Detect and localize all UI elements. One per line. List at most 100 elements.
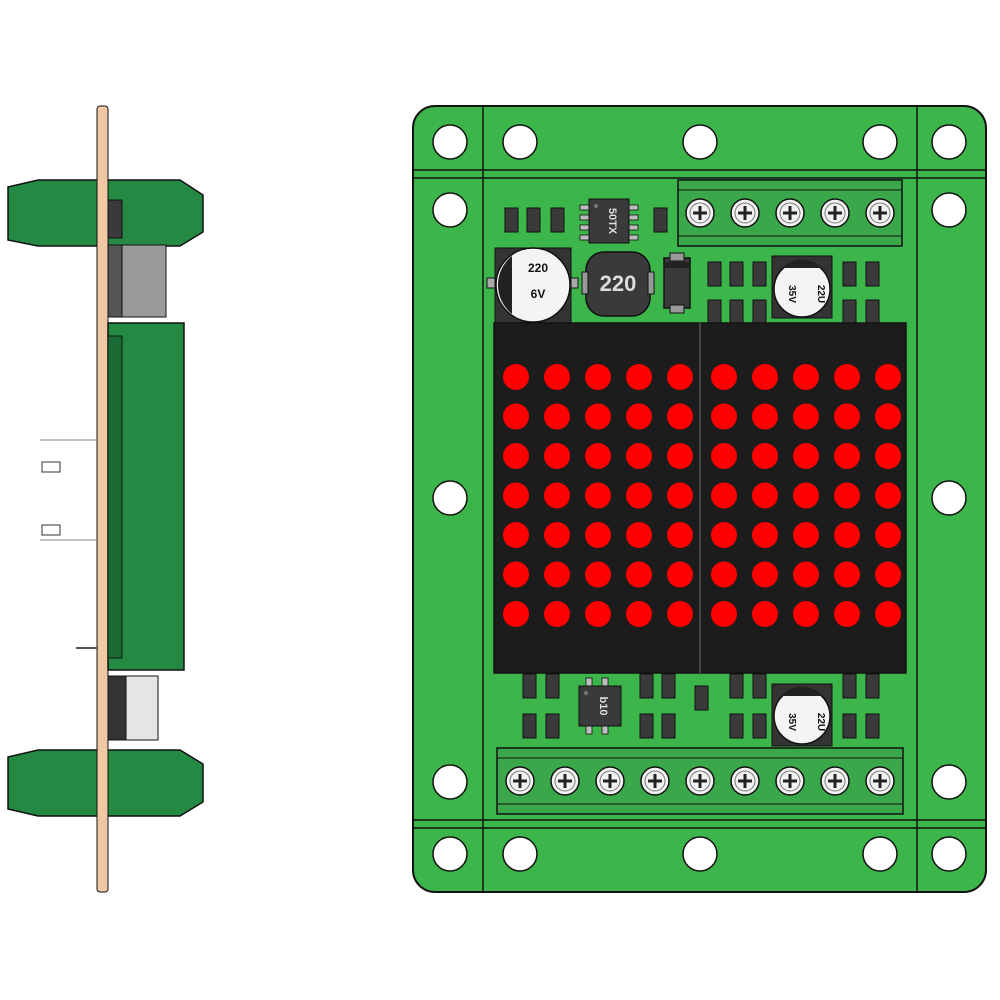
led-icon xyxy=(544,403,570,430)
led-icon xyxy=(752,482,778,509)
led-icon xyxy=(585,443,611,469)
big-cap-value: 220 xyxy=(528,261,548,275)
small-capacitor-top: 22U 35V xyxy=(771,255,833,319)
diode xyxy=(663,252,691,314)
led-icon xyxy=(544,601,570,627)
led-icon xyxy=(752,601,778,627)
small-capacitor-bottom: 22U 35V xyxy=(771,683,833,747)
led-icon xyxy=(793,522,819,548)
led-matrix-display xyxy=(493,322,907,674)
led-icon xyxy=(503,482,529,509)
mounting-hole-icon xyxy=(432,124,468,160)
mounting-holes xyxy=(432,124,967,872)
led-icon xyxy=(585,601,611,627)
screw-icon xyxy=(865,198,895,228)
mounting-hole-icon xyxy=(682,836,718,872)
front-view: 50TX 220 6V 220 xyxy=(412,105,987,893)
led-icon xyxy=(503,443,529,469)
screw-icon xyxy=(550,766,580,796)
mounting-hole-icon xyxy=(432,192,468,228)
screw-icon xyxy=(730,766,760,796)
led-icon xyxy=(793,482,819,509)
ic-bottom: b10 xyxy=(578,677,622,735)
screw-icon xyxy=(640,766,670,796)
mounting-hole-icon xyxy=(432,764,468,800)
mounting-hole-icon xyxy=(432,480,468,516)
mounting-hole-icon xyxy=(931,124,967,160)
led-icon xyxy=(585,482,611,509)
led-icon xyxy=(503,561,529,588)
led-icon xyxy=(875,443,901,469)
led-icon xyxy=(667,601,693,627)
big-capacitor: 220 6V xyxy=(486,247,579,325)
led-icon xyxy=(626,443,652,469)
led-icon xyxy=(585,522,611,548)
mounting-hole-icon xyxy=(682,124,718,160)
inductor-label: 220 xyxy=(600,271,637,296)
mounting-hole-icon xyxy=(862,124,898,160)
screw-icon xyxy=(820,766,850,796)
led-icon xyxy=(503,403,529,430)
led-icon xyxy=(875,482,901,509)
screw-icon xyxy=(820,198,850,228)
led-icon xyxy=(711,403,737,430)
cap-bottom-value: 22U xyxy=(815,713,826,731)
led-icon xyxy=(667,482,693,509)
led-icon xyxy=(667,364,693,390)
side-component-1 xyxy=(107,199,123,239)
led-icon xyxy=(752,561,778,588)
led-icon xyxy=(752,364,778,390)
mounting-hole-icon xyxy=(931,192,967,228)
screw-icon xyxy=(595,766,625,796)
led-icon xyxy=(834,403,860,430)
mounting-hole-icon xyxy=(931,480,967,516)
screw-icon xyxy=(730,198,760,228)
led-icon xyxy=(711,443,737,469)
led-icon xyxy=(503,522,529,548)
cap-bottom-voltage: 35V xyxy=(786,713,797,731)
led-icon xyxy=(711,364,737,390)
led-icon xyxy=(667,561,693,588)
led-icon xyxy=(793,561,819,588)
smd-components-bottom xyxy=(522,673,880,739)
led-icon xyxy=(626,522,652,548)
ic-bottom-label: b10 xyxy=(597,697,609,716)
led-icon xyxy=(875,601,901,627)
led-icon xyxy=(793,403,819,430)
led-icon xyxy=(834,522,860,548)
led-icon xyxy=(793,601,819,627)
cap-top-value: 22U xyxy=(815,285,826,303)
led-icon xyxy=(711,522,737,548)
mounting-hole-icon xyxy=(502,124,538,160)
led-icon xyxy=(793,443,819,469)
mounting-hole-icon xyxy=(931,836,967,872)
led-icon xyxy=(711,482,737,509)
led-icon xyxy=(544,364,570,390)
led-icon xyxy=(667,522,693,548)
led-icon xyxy=(752,522,778,548)
screw-icon xyxy=(775,198,805,228)
led-icon xyxy=(875,561,901,588)
led-icon xyxy=(711,601,737,627)
led-icon xyxy=(711,561,737,588)
led-icon xyxy=(875,522,901,548)
screw-icon xyxy=(685,766,715,796)
inductor: 220 xyxy=(581,251,655,317)
big-cap-voltage: 6V xyxy=(531,287,546,301)
led-icon xyxy=(503,364,529,390)
led-icon xyxy=(834,364,860,390)
led-icon xyxy=(626,561,652,588)
led-icon xyxy=(585,561,611,588)
side-view xyxy=(7,105,204,893)
screw-icon xyxy=(685,198,715,228)
pcb-edge xyxy=(96,105,109,893)
led-icon xyxy=(667,443,693,469)
led-icon xyxy=(752,443,778,469)
led-icon xyxy=(626,403,652,430)
screw-icon xyxy=(775,766,805,796)
led-icon xyxy=(544,443,570,469)
top-terminal-block xyxy=(677,179,903,247)
cap-top-voltage: 35V xyxy=(786,285,797,303)
ic-top-label: 50TX xyxy=(606,208,618,235)
